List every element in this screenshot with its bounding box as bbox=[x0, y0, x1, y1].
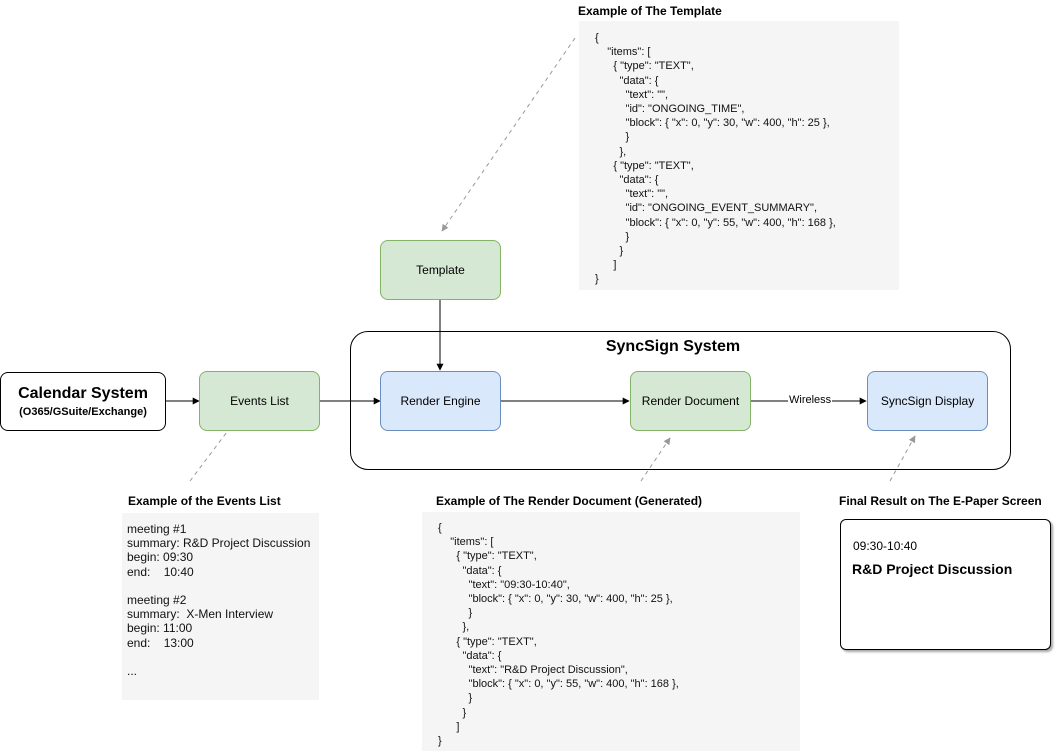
template-label: Template bbox=[416, 263, 465, 277]
render-doc-example-panel: { "items": [ { "type": "TEXT", "data": {… bbox=[422, 512, 800, 751]
events-example-heading: Example of the Events List bbox=[128, 494, 281, 508]
template-example-panel: { "items": [ { "type": "TEXT", "data": {… bbox=[579, 21, 899, 290]
syncsign-system-title: SyncSign System bbox=[605, 338, 741, 355]
syncsign-display-node: SyncSign Display bbox=[867, 371, 988, 431]
events-list-node: Events List bbox=[199, 371, 320, 431]
syncsign-display-label: SyncSign Display bbox=[880, 394, 975, 408]
render-engine-node: Render Engine bbox=[380, 371, 501, 431]
epaper-time: 09:30-10:40 bbox=[853, 539, 918, 553]
events-example-panel: meeting #1 summary: R&D Project Discussi… bbox=[122, 513, 319, 700]
syncsign-system-container bbox=[350, 331, 1011, 470]
dashed-final-result bbox=[889, 435, 916, 482]
template-example-code: { "items": [ { "type": "TEXT", "data": {… bbox=[595, 32, 836, 286]
calendar-system-title: Calendar System bbox=[18, 385, 148, 402]
dashed-template-example bbox=[441, 37, 576, 232]
events-list-label: Events List bbox=[230, 394, 289, 408]
epaper-screen: 09:30-10:40 R&D Project Discussion bbox=[840, 519, 1051, 650]
render-document-label: Render Document bbox=[641, 394, 740, 408]
wireless-edge-label: Wireless bbox=[788, 394, 833, 406]
render-document-node: Render Document bbox=[630, 371, 751, 431]
dashed-render-doc-example bbox=[640, 437, 671, 482]
events-example-text: meeting #1 summary: R&D Project Discussi… bbox=[127, 522, 311, 679]
render-doc-example-code: { "items": [ { "type": "TEXT", "data": {… bbox=[438, 522, 679, 748]
calendar-system-node: Calendar System (O365/GSuite/Exchange) bbox=[0, 372, 166, 431]
epaper-summary: R&D Project Discussion bbox=[852, 561, 1013, 577]
template-example-heading: Example of The Template bbox=[578, 4, 722, 18]
render-doc-example-heading: Example of The Render Document (Generate… bbox=[436, 494, 703, 508]
final-result-heading: Final Result on The E-Paper Screen bbox=[839, 494, 1042, 508]
render-engine-label: Render Engine bbox=[400, 394, 481, 408]
template-node: Template bbox=[380, 240, 501, 300]
calendar-system-subtitle: (O365/GSuite/Exchange) bbox=[19, 406, 147, 418]
